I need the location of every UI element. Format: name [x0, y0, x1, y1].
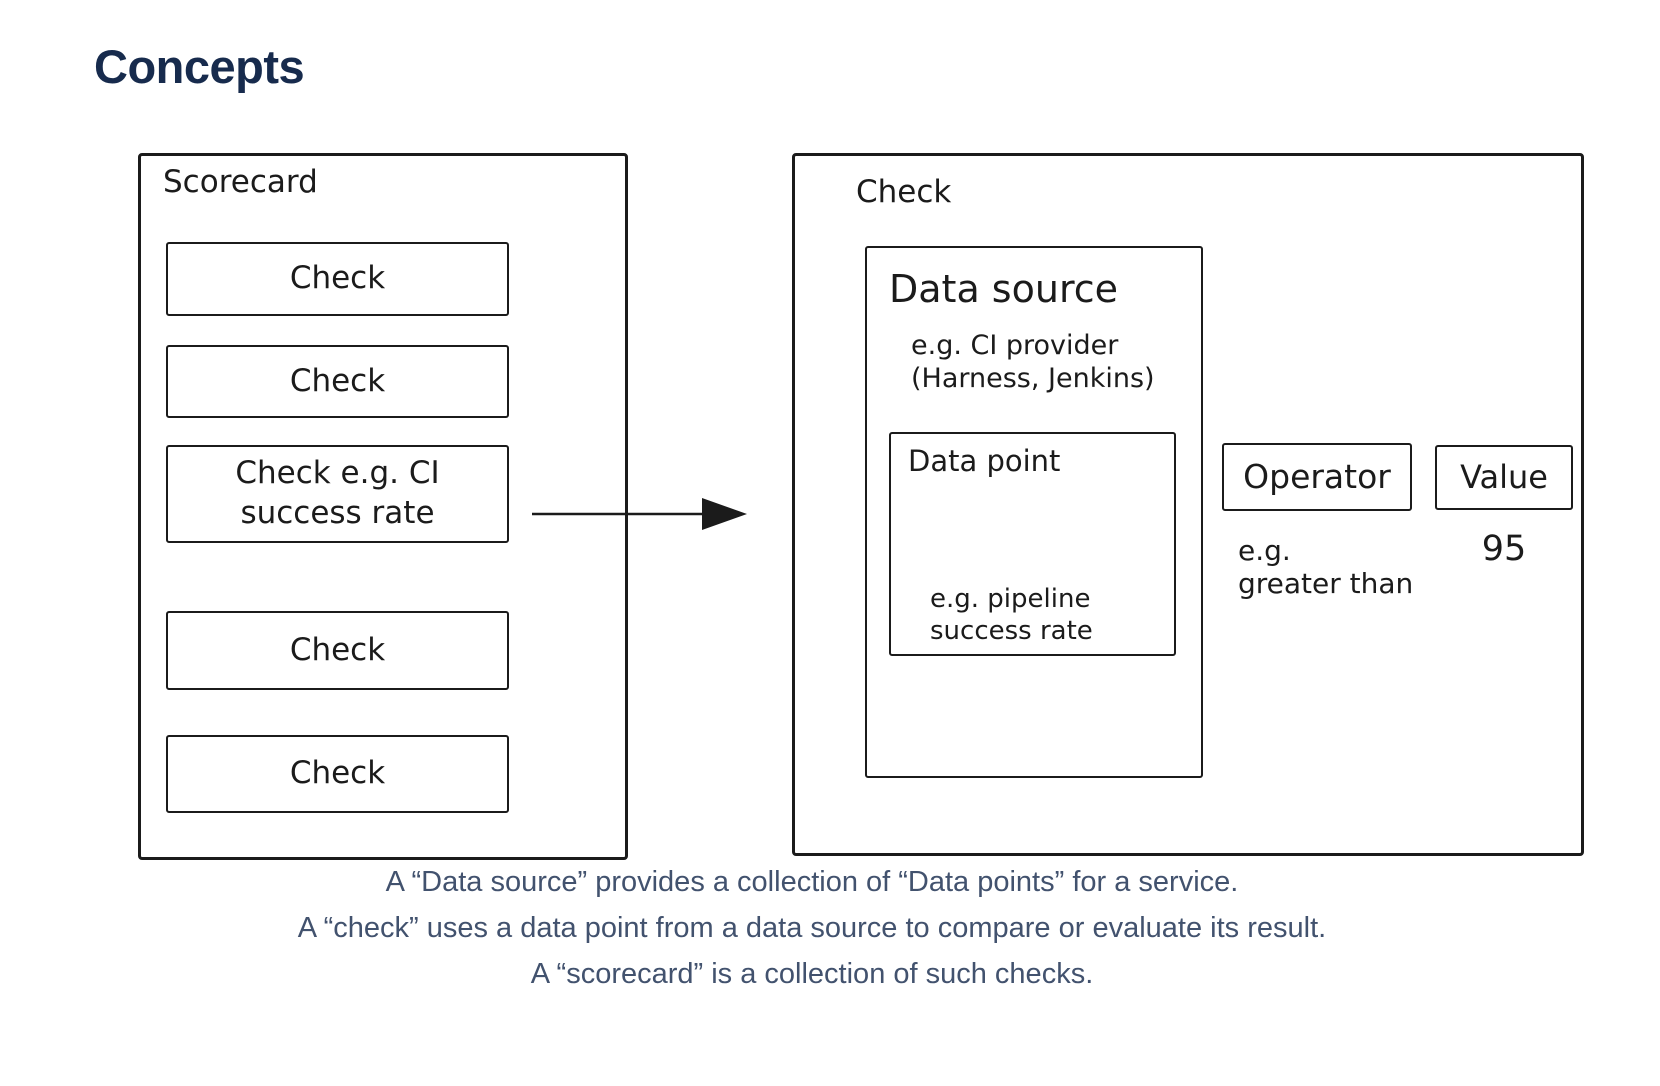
check-row-2-label: Check — [289, 362, 386, 399]
operator-example: e.g. greater than — [1238, 534, 1414, 601]
data-point-label: Data point — [908, 444, 1061, 478]
caption-line-2: A “check” uses a data point from a data … — [297, 912, 1327, 944]
check-row-5: Check — [166, 735, 509, 813]
check-panel-label: Check — [856, 174, 952, 210]
flow-arrow-icon — [532, 498, 747, 530]
scorecard-label: Scorecard — [163, 164, 318, 200]
data-source-label: Data source — [889, 267, 1119, 311]
check-row-4-label: Check — [289, 631, 386, 668]
check-row-5-label: Check — [289, 755, 386, 792]
check-row-4: Check — [166, 611, 509, 690]
check-row-1-label: Check — [289, 260, 386, 297]
value-box: Value — [1435, 445, 1573, 510]
value-label: Value — [1460, 458, 1548, 497]
check-row-3: Check e.g. CI success rate — [166, 445, 509, 543]
operator-box: Operator — [1222, 443, 1412, 511]
page-title: Concepts — [94, 40, 305, 94]
operator-label: Operator — [1243, 456, 1391, 496]
caption-line-3: A “scorecard” is a collection of such ch… — [530, 958, 1094, 990]
value-example: 95 — [1481, 529, 1527, 569]
check-row-2: Check — [166, 345, 509, 418]
data-point-box — [889, 432, 1176, 656]
caption-line-1: A “Data source” provides a collection of… — [385, 866, 1239, 898]
check-row-1: Check — [166, 242, 509, 316]
data-source-example: e.g. CI provider (Harness, Jenkins) — [911, 330, 1155, 394]
data-point-example: e.g. pipeline success rate — [930, 584, 1093, 646]
check-row-3-label: Check e.g. CI success rate — [235, 455, 440, 531]
